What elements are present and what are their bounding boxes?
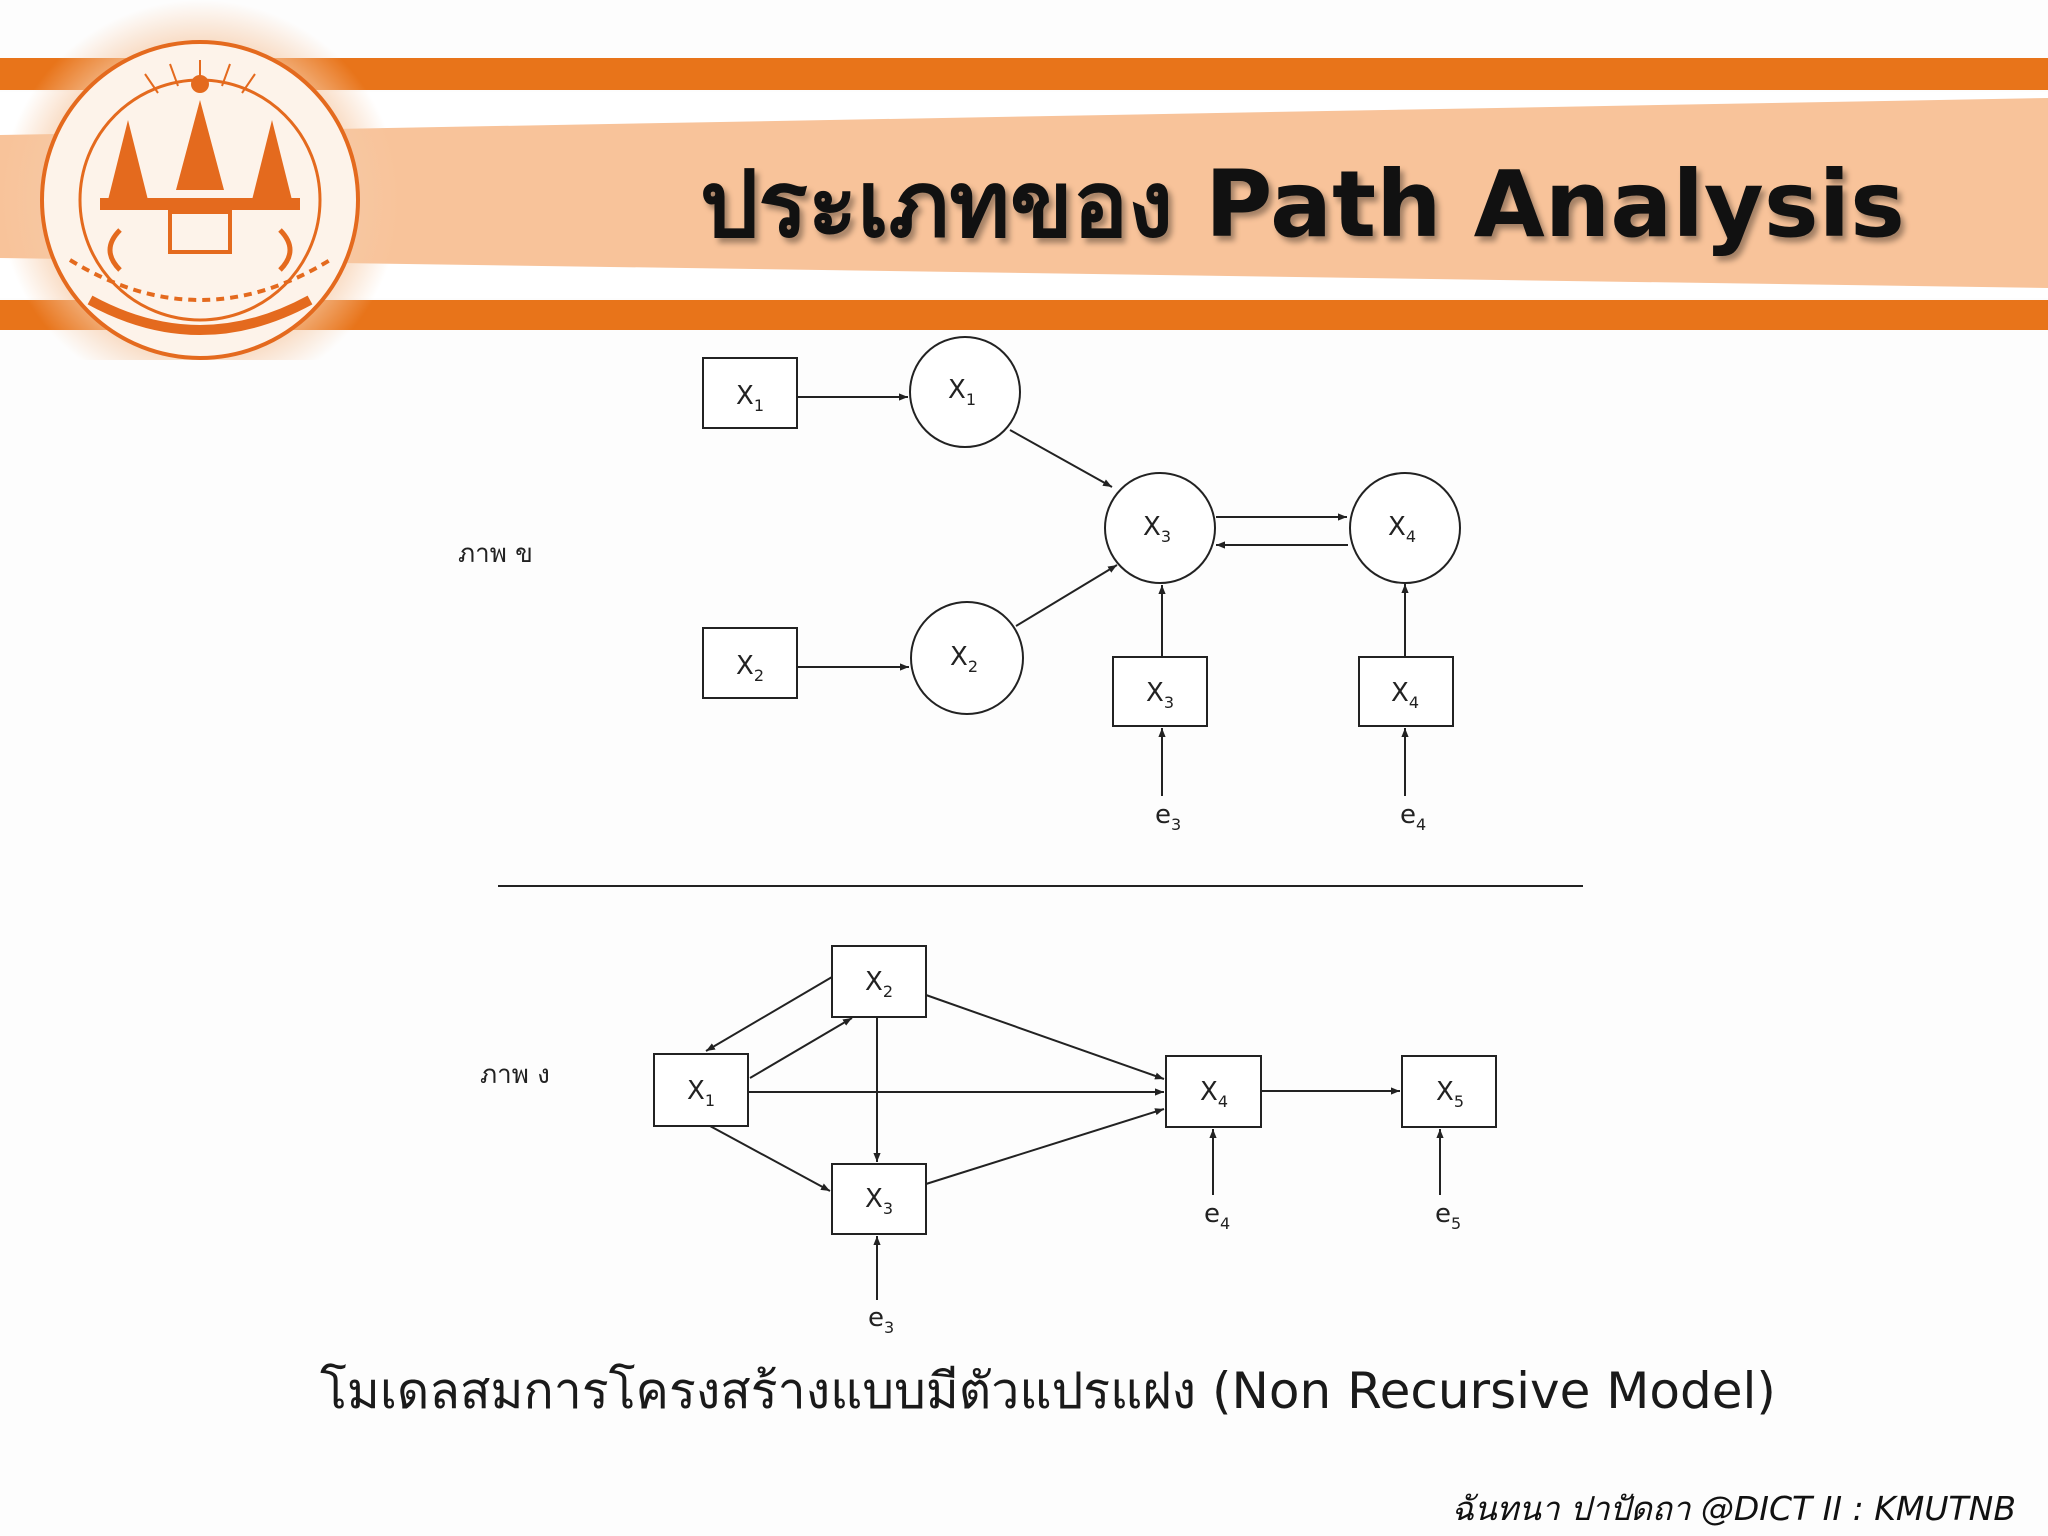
slide-title: ประเภทของ Path Analysis (700, 151, 1905, 258)
circle-x2 (910, 601, 1024, 715)
slide-footer: ฉันทนา ปาปัดถา @DICT II : KMUTNB (1451, 1489, 2016, 1528)
box-x3 (831, 1163, 927, 1235)
box-x1 (702, 357, 798, 429)
top-figure-labels: X1 X1 X2 X2 X3 X4 X3 X4 e3 e4 (736, 375, 1426, 834)
figure-label-bottom: ภาพ ง (480, 1060, 550, 1090)
node-label: e3 (1155, 800, 1181, 834)
node-label: X4 (1388, 512, 1416, 546)
node-label: X2 (865, 967, 893, 1001)
node-label: X2 (736, 651, 764, 685)
node-label: e4 (1400, 800, 1426, 834)
arrow-x2-x4 (925, 994, 1165, 1080)
slide-header (0, 0, 2048, 360)
white-wedge (0, 92, 2048, 135)
node-label: e3 (868, 1303, 894, 1337)
circle-x3 (1104, 472, 1216, 584)
node-label: X4 (1391, 678, 1419, 712)
arrow-x2-x1 (705, 976, 833, 1052)
arrow-x1-x3 (709, 1125, 831, 1192)
arrow-cx1-cx3 (1009, 429, 1113, 488)
node-label: X2 (950, 642, 978, 676)
white-wedge-lower (0, 258, 2048, 298)
slide-caption: โมเดลสมการโครงสร้างแบบมีตัวแปรแฝง (Non R… (320, 1362, 1776, 1420)
box-x4 (1358, 656, 1454, 727)
box-x3 (1112, 656, 1208, 727)
arrow-cx2-cx3 (1015, 564, 1118, 627)
node-label: X1 (687, 1076, 715, 1110)
box-x1 (653, 1053, 749, 1127)
circle-x4 (1349, 472, 1461, 584)
node-label: X1 (736, 381, 764, 415)
box-x2 (702, 627, 798, 699)
university-seal-icon (0, 0, 400, 360)
light-orange-band (0, 92, 2048, 298)
node-label: e5 (1435, 1199, 1461, 1233)
node-label: e4 (1204, 1199, 1230, 1233)
box-x4 (1165, 1055, 1262, 1128)
box-x2 (831, 945, 927, 1018)
node-label: X4 (1200, 1077, 1228, 1111)
arrow-x3-x4 (925, 1108, 1165, 1185)
bottom-figure (653, 945, 1497, 1235)
figure-label-top: ภาพ ข (458, 539, 533, 569)
node-label: X3 (865, 1184, 893, 1218)
node-label: X5 (1436, 1077, 1464, 1111)
top-figure (702, 336, 1461, 727)
arrow-x1-x2 (749, 1017, 853, 1079)
node-label: X3 (1146, 678, 1174, 712)
box-x5 (1401, 1055, 1497, 1128)
bottom-figure-arrows (705, 976, 1444, 1300)
circle-x1 (909, 336, 1021, 448)
top-figure-arrows (797, 393, 1409, 796)
node-label: X1 (948, 375, 976, 409)
node-label: X3 (1143, 512, 1171, 546)
bottom-figure-labels: X1 X2 X3 X4 X5 e3 e4 e5 (687, 967, 1464, 1337)
